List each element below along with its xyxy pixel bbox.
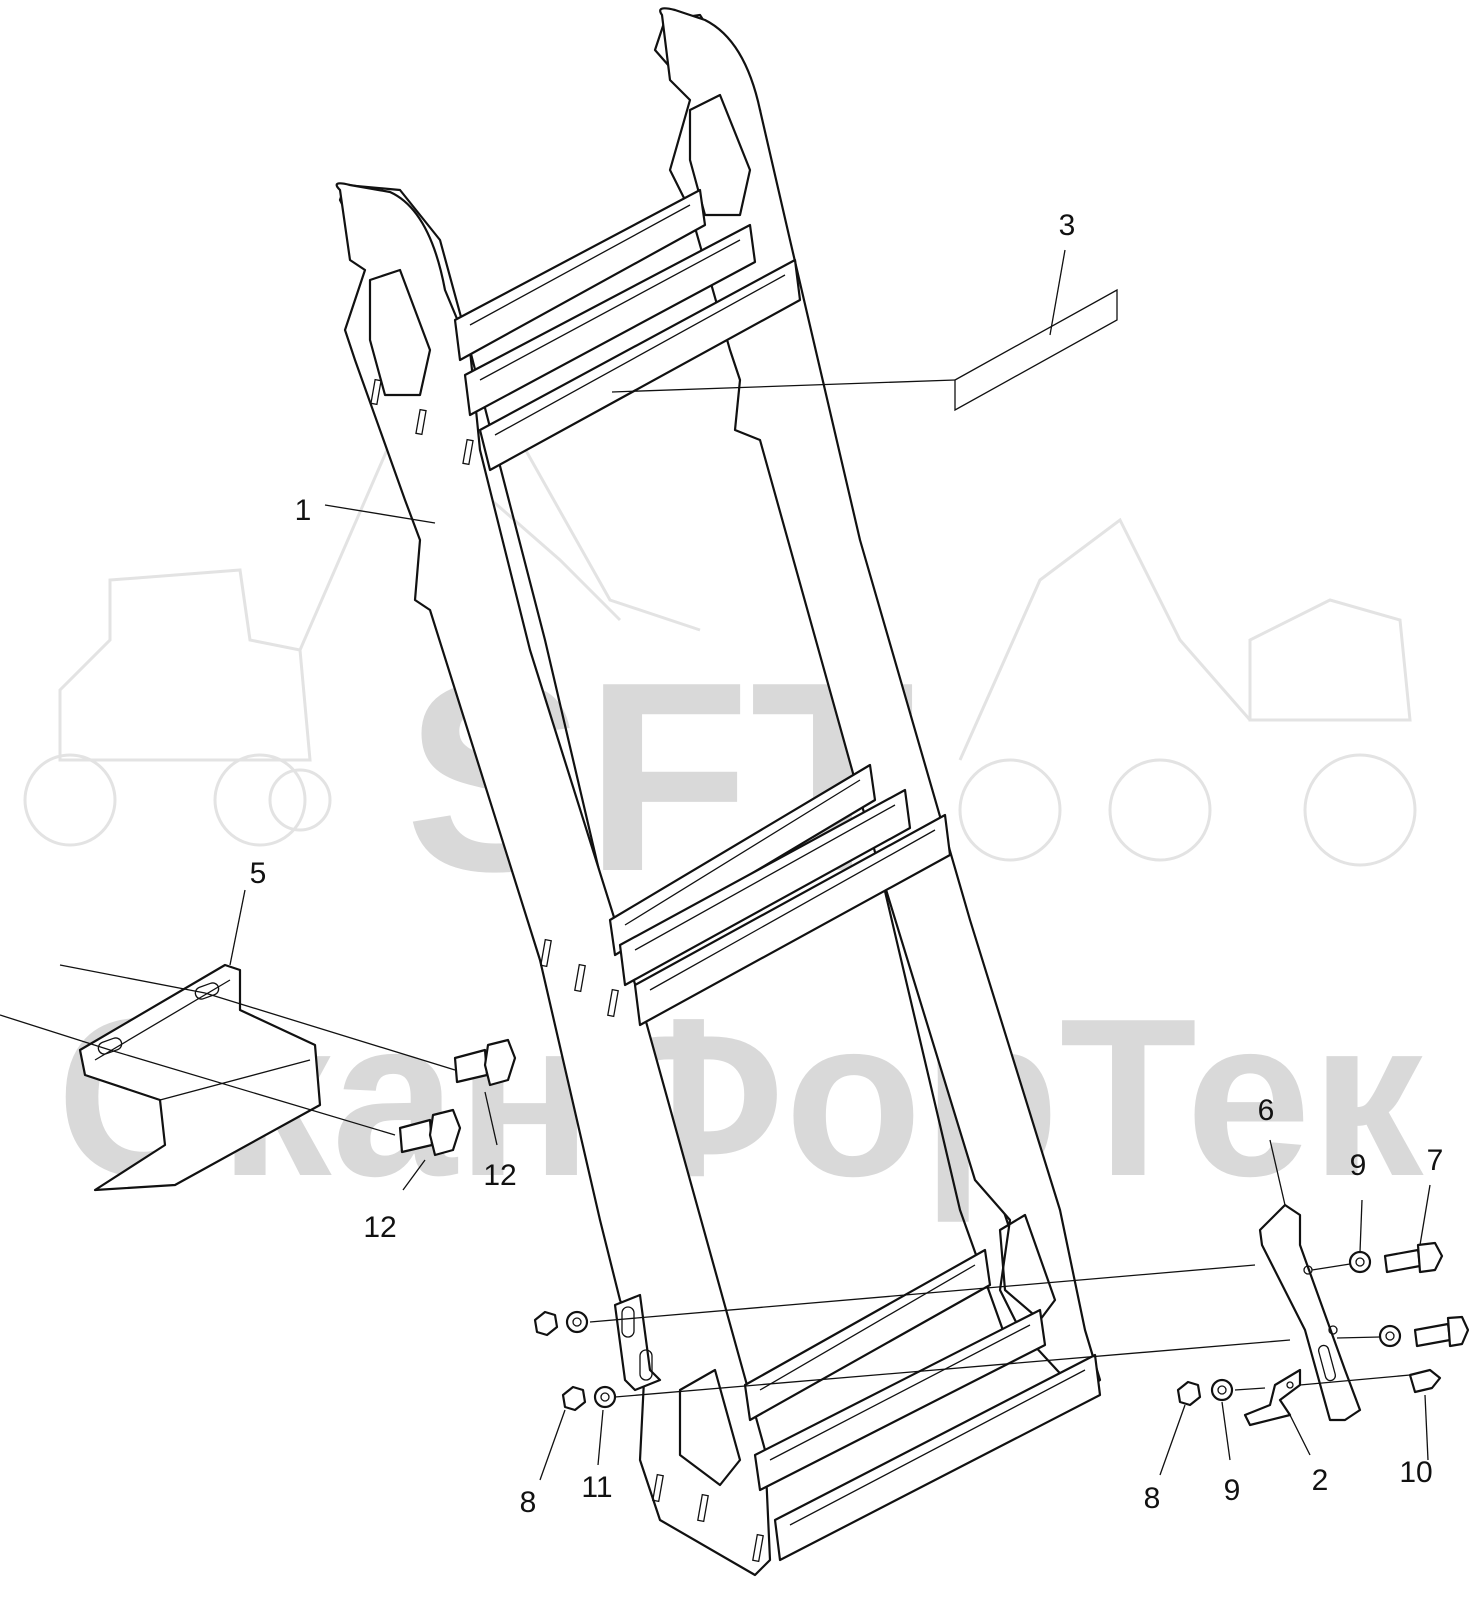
right-hardware — [1159, 1184, 1469, 1476]
callout-labels: 1 2 3 5 6 7 8 8 9 9 10 11 12 12 — [250, 209, 1444, 1519]
left-hardware — [533, 1264, 1291, 1481]
callout-2: 2 — [1312, 1464, 1329, 1497]
left-rail — [335, 182, 772, 1577]
callout-3: 3 — [1059, 209, 1076, 242]
bolt-12-lower — [398, 1108, 462, 1191]
label-plate-part-3 — [611, 249, 1118, 412]
leader-part-1 — [324, 504, 436, 524]
callout-5: 5 — [250, 857, 267, 890]
watermark-excavator-right-icon — [958, 517, 1417, 867]
bolt-12-upper — [453, 1038, 517, 1146]
callout-1: 1 — [295, 494, 312, 527]
callout-9-upper: 9 — [1350, 1149, 1367, 1182]
ladder-frame — [335, 7, 1102, 1577]
right-rail — [659, 7, 1102, 1397]
callout-8-left: 8 — [520, 1486, 537, 1519]
bracket-part-5 — [0, 889, 456, 1192]
callout-7: 7 — [1427, 1144, 1444, 1177]
callout-9-lower: 9 — [1224, 1474, 1241, 1507]
callout-8-right: 8 — [1144, 1482, 1161, 1515]
middle-steps — [608, 763, 952, 1027]
callout-10: 10 — [1399, 1456, 1432, 1489]
callout-12-lower: 12 — [363, 1211, 396, 1244]
callout-12-upper: 12 — [483, 1159, 516, 1192]
top-steps — [453, 188, 802, 472]
callout-6: 6 — [1258, 1094, 1275, 1127]
callout-11: 11 — [581, 1471, 612, 1504]
